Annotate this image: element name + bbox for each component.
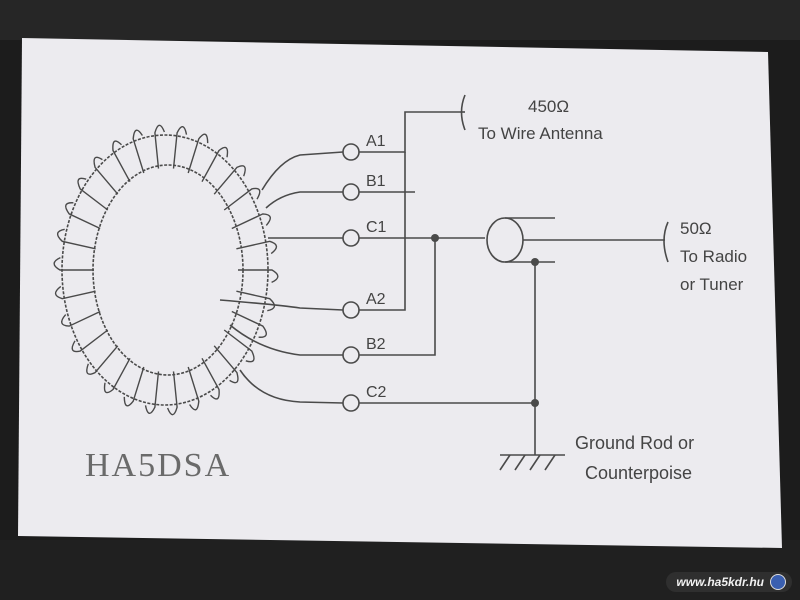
- terminal-b2-circle: [342, 346, 360, 364]
- winding-turn: [223, 329, 255, 363]
- winding-turn: [187, 133, 209, 174]
- watermark: www.ha5kdr.hu: [666, 572, 792, 592]
- winding-turn: [187, 366, 200, 411]
- winding-turn: [56, 228, 96, 250]
- winding-turn: [132, 129, 145, 174]
- antenna-impedance-label: 450Ω: [528, 97, 569, 116]
- winding-turn: [231, 310, 267, 338]
- winding-turn: [93, 156, 119, 195]
- terminal-b1-circle: [342, 183, 360, 201]
- terminal-a1-circle: [342, 143, 360, 161]
- terminal-c2-circle: [342, 394, 360, 412]
- terminal-label-c2: C2: [366, 384, 387, 401]
- terminal-a2-circle: [342, 301, 360, 319]
- winding-turn: [238, 269, 279, 284]
- radio-impedance-label: 50Ω: [680, 219, 712, 238]
- winding-turn: [53, 256, 94, 271]
- winding-turn: [223, 187, 261, 211]
- winding-turn: [86, 345, 119, 375]
- winding-turn: [112, 140, 131, 183]
- winding-turn: [65, 202, 101, 230]
- terminal-label-a2: A2: [366, 291, 386, 308]
- watermark-text: www.ha5kdr.hu: [676, 575, 764, 589]
- winding-turn: [201, 357, 220, 400]
- terminal-label-c1: C1: [366, 219, 387, 236]
- winding-turn: [166, 371, 178, 416]
- logo-icon: [770, 574, 786, 590]
- winding-turn: [103, 357, 131, 394]
- winding-turn: [77, 177, 109, 211]
- winding-turn: [172, 126, 188, 169]
- winding-turn: [213, 345, 239, 384]
- callsign-label: HA5DSA: [85, 447, 231, 484]
- winding-turn: [144, 371, 160, 414]
- winding-turn: [231, 213, 271, 230]
- winding-turn: [71, 329, 109, 353]
- winding-turn: [61, 310, 101, 327]
- winding-turn: [236, 240, 278, 255]
- terminal-c1-circle: [342, 229, 360, 247]
- winding-turn: [201, 146, 229, 183]
- antenna-label: To Wire Antenna: [478, 124, 603, 143]
- terminal-label-b1: B1: [366, 173, 386, 190]
- winding-turn: [54, 285, 96, 300]
- radio-label-line-2: or Tuner: [680, 275, 744, 294]
- radio-label-line-1: To Radio: [680, 247, 747, 266]
- winding-turn: [213, 165, 246, 195]
- paper-sheet: [18, 38, 782, 548]
- winding-turn: [123, 366, 145, 407]
- terminal-label-b2: B2: [366, 336, 386, 353]
- terminal-label-a1: A1: [366, 133, 386, 150]
- ground-label-line-2: Counterpoise: [585, 463, 692, 483]
- ground-label-line-1: Ground Rod or: [575, 433, 694, 453]
- winding-turn: [154, 124, 166, 169]
